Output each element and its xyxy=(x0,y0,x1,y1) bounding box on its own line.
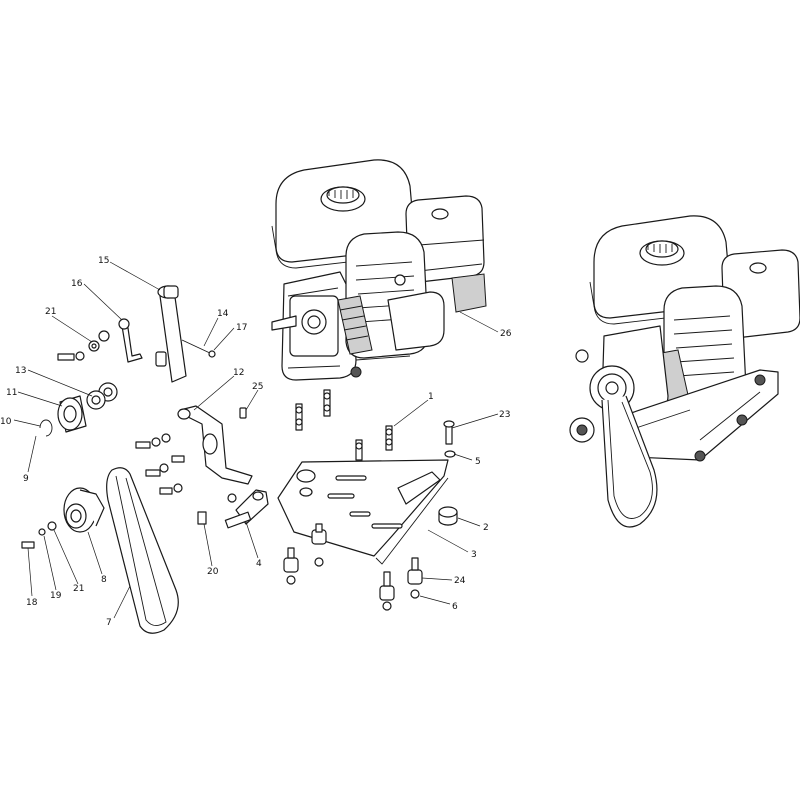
callout-6: 6 xyxy=(452,602,458,612)
callout-5: 5 xyxy=(475,457,481,467)
engine-assembled xyxy=(569,215,800,528)
callout-10: 10 xyxy=(0,417,12,427)
callout-17: 17 xyxy=(236,323,247,333)
callout-7: 7 xyxy=(106,618,112,628)
callout-4: 4 xyxy=(256,559,262,569)
callout-21-lower: 21 xyxy=(73,584,84,594)
parts-left xyxy=(21,285,269,634)
callout-24: 24 xyxy=(454,576,466,586)
callout-14: 14 xyxy=(217,309,229,319)
callout-21-upper: 21 xyxy=(45,307,56,317)
parts-base xyxy=(277,389,458,611)
callout-8: 8 xyxy=(101,575,107,585)
callout-18: 18 xyxy=(26,598,38,608)
callout-12: 12 xyxy=(233,368,244,378)
callout-16: 16 xyxy=(71,279,83,289)
engine-exploded xyxy=(271,159,487,381)
callout-25: 25 xyxy=(252,382,263,392)
callout-15: 15 xyxy=(98,256,109,266)
callout-23: 23 xyxy=(499,410,510,420)
callout-2: 2 xyxy=(483,523,489,533)
callout-9: 9 xyxy=(23,474,29,484)
leader-lines xyxy=(13,261,499,619)
callout-labels: 1 2 3 4 5 6 7 8 9 10 11 12 13 14 15 16 1… xyxy=(0,256,512,628)
callout-20: 20 xyxy=(207,567,219,577)
callout-11: 11 xyxy=(6,388,17,398)
callout-3: 3 xyxy=(471,550,477,560)
callout-1: 1 xyxy=(428,392,434,402)
callout-26: 26 xyxy=(500,329,512,339)
callout-13: 13 xyxy=(15,366,26,376)
callout-19: 19 xyxy=(50,591,62,601)
